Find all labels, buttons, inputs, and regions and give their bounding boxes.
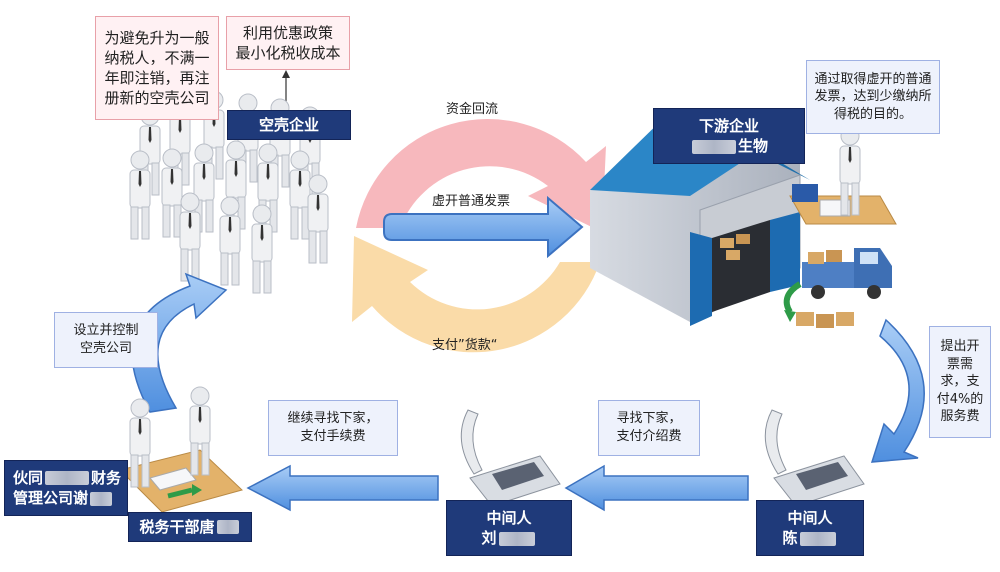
setup-control-note: 设立并控制 空壳公司: [54, 312, 158, 368]
shell-company-text: 空壳企业: [258, 115, 319, 134]
downstream-goal-line: 发票，达到少缴纳所: [814, 89, 932, 105]
middleman-liu-name-row: 刘: [481, 528, 536, 548]
shell-reason-line: 册新的空壳公司: [104, 89, 210, 108]
capital-return-arc: [356, 119, 606, 232]
redacted-mark: [90, 491, 113, 506]
middleman-liu-title: 中间人: [486, 508, 532, 527]
continue-find-line: 继续寻找下家，: [287, 411, 379, 427]
downstream-goal-line: 得税的目的。: [833, 106, 912, 122]
find-next-line: 支付介绍费: [616, 429, 682, 444]
partner-line2-text: 管理公司谢: [13, 489, 89, 507]
partner-label: 伙同 财务 管理公司谢: [4, 460, 128, 516]
demand-line: 提出开: [940, 339, 980, 355]
redacted-mark: [799, 531, 836, 546]
downstream-goal-note: 通过取得虚开的普通 发票，达到少缴纳所 得税的目的。: [806, 60, 940, 134]
demand-note: 提出开 票需 求，支 付4%的 服务费: [929, 326, 991, 438]
meeting-desk-figure: [119, 386, 243, 513]
continue-find-arrow: [246, 464, 439, 512]
partner-mid: 财务: [91, 468, 122, 487]
telephone-chen-icon: [764, 409, 865, 507]
policy-line: 利用优惠政策: [242, 23, 333, 42]
setup-control-line: 设立并控制: [73, 323, 139, 339]
setup-control-line: 空壳公司: [79, 341, 132, 356]
demand-line: 求，支: [940, 374, 980, 390]
false-invoice-label: 虚开普通发票: [432, 194, 511, 209]
tax-officer-text: 税务干部唐: [139, 517, 215, 536]
downstream-company-label: 下游企业 生物: [653, 108, 805, 164]
middleman-chen-label: 中间人 陈: [756, 500, 864, 556]
continue-find-note: 继续寻找下家， 支付手续费: [268, 400, 398, 456]
find-next-note: 寻找下家， 支付介绍费: [598, 400, 700, 456]
middleman-liu-label: 中间人 刘: [446, 500, 572, 556]
redacted-mark: [45, 471, 90, 486]
policy-line: 最小化税收成本: [235, 44, 341, 62]
downstream-worker-figure: [789, 126, 897, 225]
middleman-chen-name: 陈: [782, 529, 798, 547]
false-invoice-arrow: [383, 195, 584, 259]
redacted-mark: [691, 139, 736, 154]
demand-line: 服务费: [940, 409, 980, 425]
find-next-arrow: [564, 464, 749, 512]
demand-line: 票需: [946, 356, 973, 372]
middleman-chen-title: 中间人: [787, 508, 833, 527]
partner-prefix: 伙同: [13, 468, 44, 487]
find-next-line: 寻找下家，: [616, 411, 682, 427]
policy-note: 利用优惠政策 最小化税收成本: [226, 16, 350, 70]
redacted-mark: [216, 520, 239, 534]
shell-reason-line: 纳税人，不满一: [104, 48, 210, 67]
downstream-line2: 生物: [690, 136, 768, 156]
middleman-liu-name: 刘: [481, 529, 497, 547]
telephone-liu-icon: [460, 409, 561, 507]
shell-reason-line: 年即注销，再注: [104, 69, 210, 87]
shell-reason-note: 为避免升为一般 纳税人，不满一 年即注销，再注 册新的空壳公司: [95, 16, 219, 120]
downstream-line1: 下游企业: [698, 116, 759, 135]
payment-label: 支付”货款“: [432, 338, 498, 353]
demand-line: 付4%的: [936, 391, 984, 407]
payment-arc: [352, 236, 600, 353]
downstream-suffix: 生物: [737, 137, 768, 155]
demand-arrow: [870, 318, 925, 463]
continue-find-line: 支付手续费: [300, 429, 366, 444]
truck-figure: [783, 248, 892, 328]
downstream-goal-line: 通过取得虚开的普通: [814, 71, 932, 87]
shell-company-label: 空壳企业: [227, 110, 351, 140]
capital-return-label: 资金回流: [446, 102, 499, 117]
redacted-mark: [498, 531, 535, 546]
warehouse-figure: [590, 112, 810, 326]
shell-reason-line: 为避免升为一般: [104, 28, 210, 47]
partner-line2: 管理公司谢: [13, 488, 114, 508]
middleman-chen-name-row: 陈: [782, 528, 837, 548]
tax-officer-label: 税务干部唐: [128, 512, 252, 542]
partner-line1: 伙同 财务: [13, 468, 121, 488]
